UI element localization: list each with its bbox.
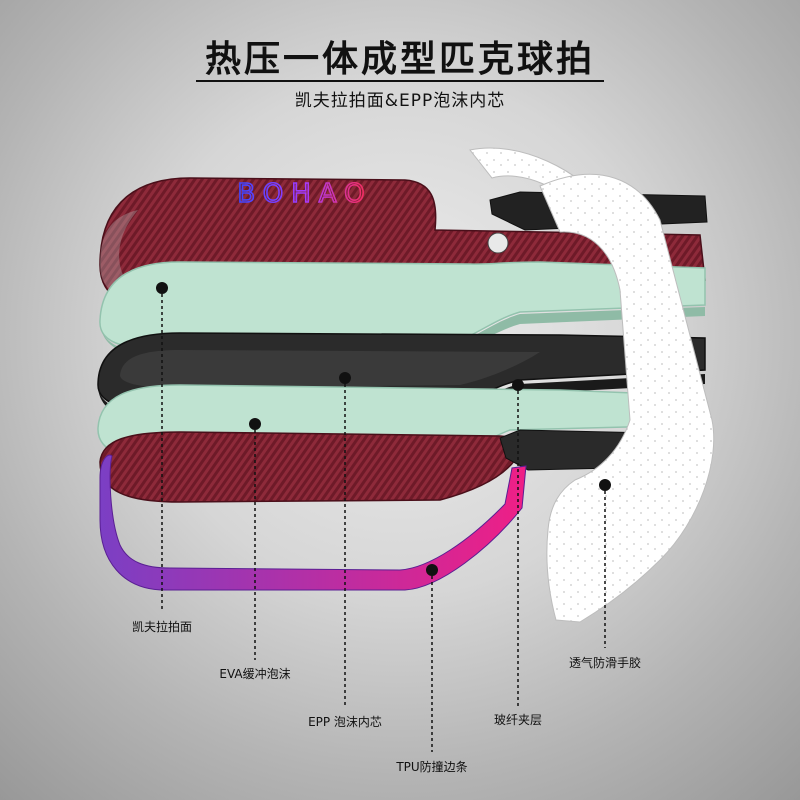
layer-tpu-edge <box>99 454 527 591</box>
page-title: 热压一体成型匹克球拍 <box>204 39 595 80</box>
pointer-tpu-edge <box>426 564 438 752</box>
brand-logo: BOHAO <box>237 179 372 209</box>
title-underline <box>196 80 604 82</box>
pointer-fiberglass <box>512 379 524 706</box>
page-subtitle: 凯夫拉拍面&EPP泡沫内芯 <box>294 91 506 111</box>
label-kevlar-face: 凯夫拉拍面 <box>131 620 193 634</box>
layer-grip-tape <box>539 173 715 623</box>
pointer-grip-tape <box>599 479 611 648</box>
label-epp-core: EPP 泡沫内芯 <box>308 715 382 729</box>
pointer-epp-core <box>339 372 351 708</box>
label-eva-foam: EVA缓冲泡沫 <box>219 667 291 681</box>
label-grip-tape: 透气防滑手胶 <box>568 656 642 670</box>
handle-badge <box>487 232 509 254</box>
label-tpu-edge: TPU防撞边条 <box>396 760 468 774</box>
pointer-kevlar-face <box>156 282 168 612</box>
label-fiberglass: 玻纤夹层 <box>493 713 543 727</box>
pointer-eva-foam <box>249 418 261 660</box>
layer-kevlar-back <box>99 431 521 503</box>
